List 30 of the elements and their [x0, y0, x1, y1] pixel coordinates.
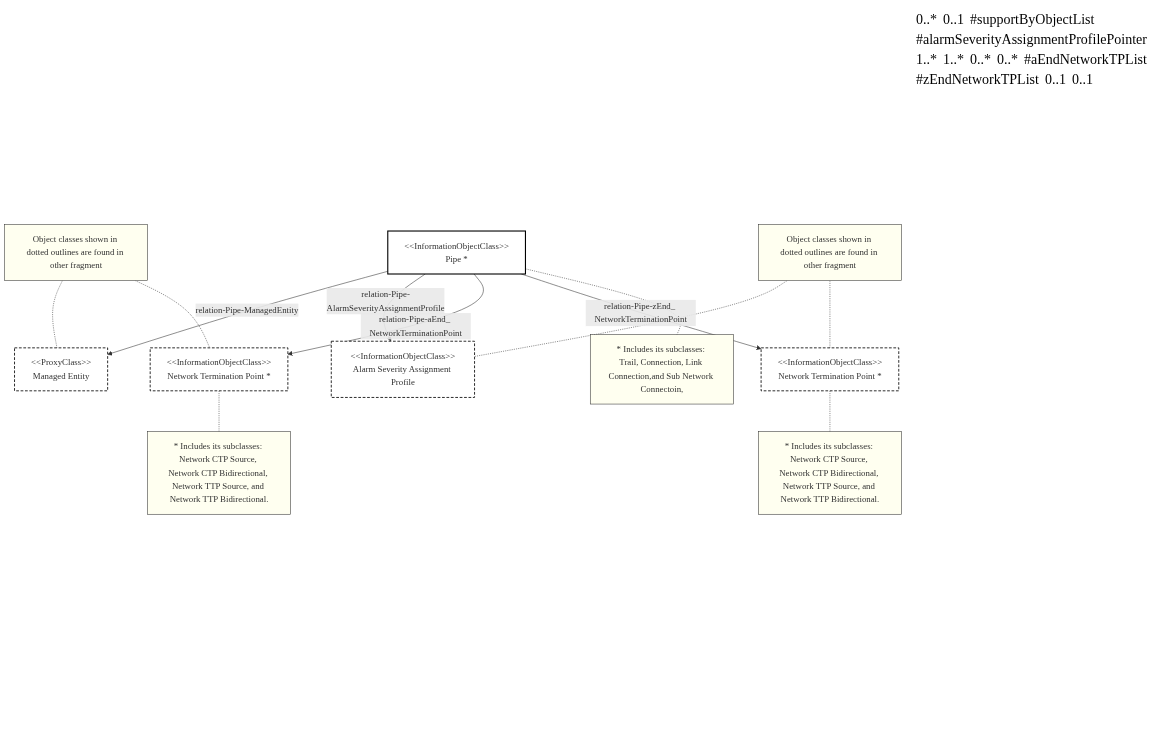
edge-label: relation-Pipe-zEnd_ NetworkTerminationPoint: [594, 301, 687, 324]
connector: [829, 390, 831, 432]
node-box: <<InformationObjectClass>> Alarm Severity Assignment Profile: [330, 340, 475, 398]
connector: [218, 390, 220, 432]
multiplicity-label: 0..*: [997, 52, 1018, 68]
edge-label: relation-Pipe-ManagedEntity: [195, 304, 299, 315]
multiplicity-label: #alarmSeverityAssignmentProfilePointer: [916, 32, 1147, 48]
node-box: <<InformationObjectClass>> Network Termination Point *: [760, 347, 900, 391]
node-box: <<ProxyClass>> Managed Entity: [14, 347, 109, 391]
connector: [52, 280, 63, 348]
multiplicity-label: #supportByObjectList: [970, 12, 1095, 28]
node-box: Object classes shown in dotted outlines are found in other fragment: [4, 223, 148, 281]
multiplicity-label: 1..*: [943, 52, 964, 68]
edge-label: relation-Pipe-aEnd_ NetworkTerminationPoint: [369, 314, 462, 338]
node-box: * Includes its subclasses: Network CTP Source, Network CTP Bidirectional, Network TTP Source, and Network TTP Bidirectional.: [147, 431, 291, 515]
multiplicity-label: #zEndNetworkTPList: [916, 72, 1039, 88]
node-box: * Includes its subclasses: Network CTP Source, Network CTP Bidirectional, Network TTP Source, and Network TTP Bidirectional.: [758, 431, 902, 515]
node-box: * Includes its subclasses: Trail, Connection, Link Connection,and Sub Network Connectoin,: [590, 334, 734, 404]
node-box: <<InformationObjectClass>> Network Termination Point *: [149, 347, 289, 391]
multiplicity-label: 0..*: [970, 52, 991, 68]
node-box: Object classes shown in dotted outlines are found in other fragment: [758, 223, 902, 281]
multiplicity-label: 1..*: [916, 52, 937, 68]
multiplicity-label: 0..1: [1044, 72, 1066, 88]
multiplicity-label: 0..*: [916, 12, 937, 28]
node-box: <<InformationObjectClass>> Pipe *: [387, 230, 526, 275]
multiplicity-label: #aEndNetworkTPList: [1024, 52, 1147, 68]
multiplicity-label: 0..1: [943, 12, 964, 28]
multiplicity-label: 0..1: [1071, 72, 1093, 88]
connector: [135, 280, 210, 348]
connector: [829, 280, 831, 348]
